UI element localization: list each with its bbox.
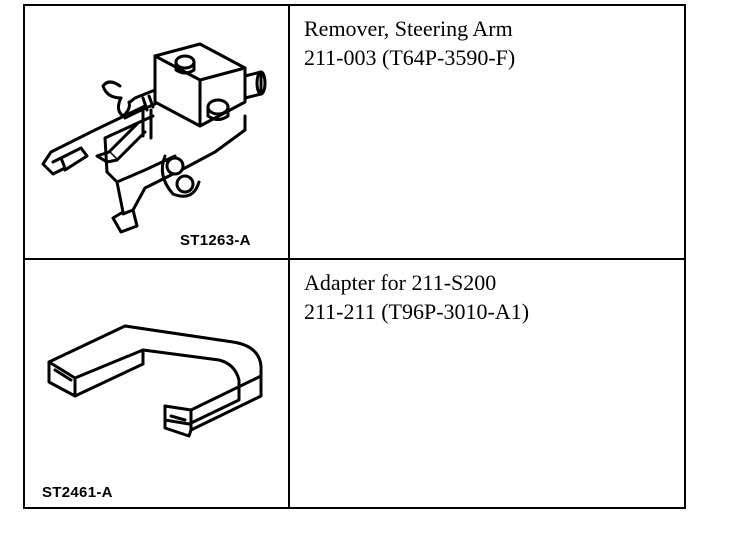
special-tools-table: ST1263-A Remover, Steering Arm 211-003 (… (23, 4, 686, 509)
figure-code: ST2461-A (42, 484, 113, 501)
figure-code: ST1263-A (180, 232, 251, 249)
tool-description-cell: Adapter for 211-S200 211-211 (T96P-3010-… (290, 260, 684, 507)
tool-name: Adapter for 211-S200 (304, 270, 497, 295)
adapter-illustration (47, 324, 263, 438)
tool-number: 211-003 (T64P-3590-F) (304, 45, 516, 70)
tool-number: 211-211 (T96P-3010-A1) (304, 299, 530, 324)
tool-description-cell: Remover, Steering Arm 211-003 (T64P-3590… (290, 6, 684, 258)
tool-illustration-cell: ST2461-A (25, 260, 290, 507)
tool-illustration-cell: ST1263-A (25, 6, 290, 258)
tool-name: Remover, Steering Arm (304, 16, 513, 41)
steering-arm-remover-illustration (41, 42, 267, 234)
tool-row: ST2461-A Adapter for 211-S200 211-211 (T… (25, 260, 684, 507)
tool-row: ST1263-A Remover, Steering Arm 211-003 (… (25, 6, 684, 260)
